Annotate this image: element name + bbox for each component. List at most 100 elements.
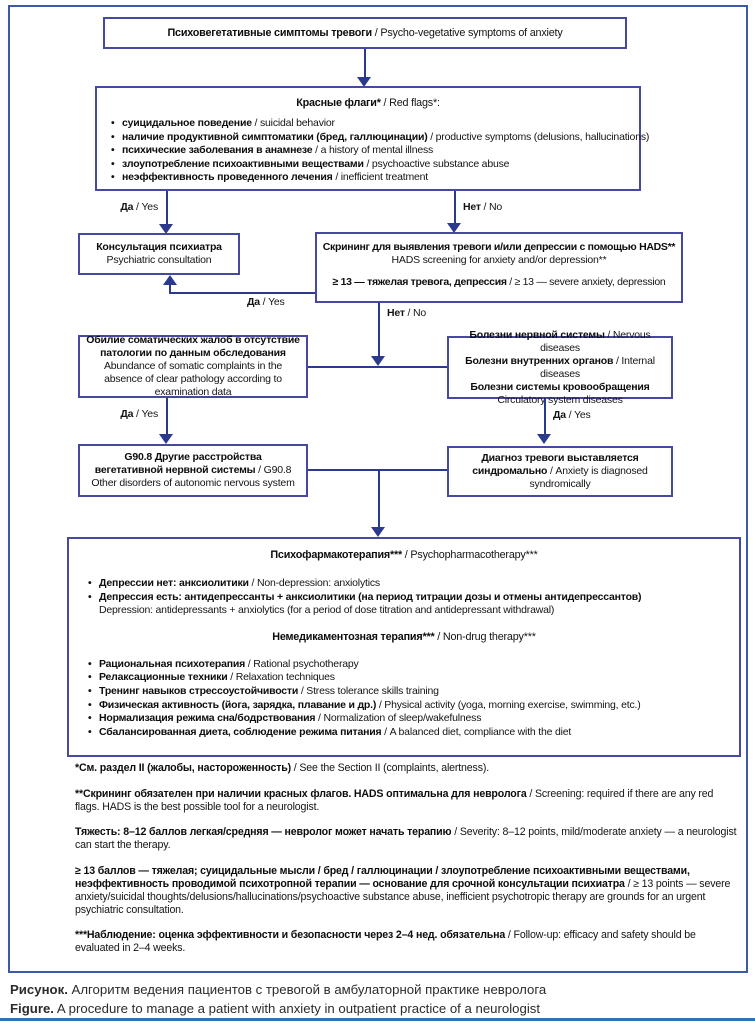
node-hads-screening: Скрининг для выявления тревоги и/или деп… [315,232,683,303]
item-en: / Stress tolerance skills training [298,684,439,697]
label-ru: Да [247,296,260,308]
label-ru: Нет [387,307,405,319]
arrow-down-icon [371,356,385,366]
footnote-3: Тяжесть: 8–12 баллов легкая/средняя — не… [75,826,737,852]
flow-line [308,469,447,471]
item-en: / productive symptoms (delusions, halluc… [427,130,650,143]
footnote-5: ***Наблюдение: оценка эффективности и бе… [75,929,737,955]
item-ru: Сбалансированная диета, соблюдение режим… [99,725,382,738]
red-flags-title: Красные флаги* / Red flags*: [97,97,639,110]
caption-text-en: A procedure to manage a patient with anx… [53,1001,541,1016]
pharma-title: Психофармакотерапия*** / Psychopharmacot… [69,549,739,562]
flow-line [169,284,171,294]
item-en: / suicidal behavior [251,117,335,129]
footnote-bold: ***Наблюдение: оценка эффективности и бе… [75,929,506,941]
line-en: / Internal diseases [540,354,655,380]
node-text-en: / Anxiety is diagnosed syndromically [529,465,648,490]
item-ru: Нормализация режима сна/бодрствования [99,712,316,725]
footnote-bold: Тяжесть: 8–12 баллов легкая/средняя — не… [75,826,452,838]
diseases-line: Circulatory system diseases [497,393,623,406]
branch-label-yes: Да / Yes [247,296,285,308]
pharma-item: Депрессии нет: анксиолитики / Non-depres… [88,577,739,591]
footnote-text: / ≥ 13 points — severe anxiety/suicidal … [75,877,731,916]
score-en: / ≥ 13 — severe anxiety, depression [506,276,666,288]
node-red-flags: Красные флаги* / Red flags*: суицидально… [95,86,649,191]
red-flag-item: психические заболевания в анамнезе / a h… [111,144,639,158]
item-en: / Normalization of sleep/wakefulness [315,712,482,725]
flow-line [166,398,168,436]
arrow-down-icon [371,527,385,537]
node-g908: G90.8 Другие расстройства вегетативной н… [78,444,308,497]
pharma-title-ru: Психофармакотерапия*** [270,549,402,561]
nondrug-item: Тренинг навыков стрессоустойчивости / St… [88,685,739,699]
nondrug-item: Рациональная психотерапия / Rational psy… [88,658,739,672]
pharma-item-continuation: Depression: antidepressants + anxiolytic… [99,604,555,617]
node-text-ru: Консультация психиатра [80,241,238,254]
node-text-ru: Психовегетативные симптомы тревоги [167,26,372,39]
nondrug-item: Физическая активность (йога, зарядка, пл… [88,699,739,713]
item-ru: неэффективность проведенного лечения [122,171,333,184]
node-psychovegetative-symptoms: Психовегетативные симптомы тревоги / Psy… [103,17,627,49]
arrow-down-icon [447,223,461,233]
arrow-up-icon [163,275,177,285]
red-flags-title-en: / Red flags*: [380,97,440,109]
node-text-en: / G90.8 Other disorders of autonomic ner… [91,464,295,489]
node-text-ru: Обилие соматических жалоб в отсутствие п… [86,334,300,359]
label-en: / No [480,201,503,213]
item-ru: наличие продуктивной симптоматики (бред,… [122,130,428,143]
item-ru: Рациональная психотерапия [99,657,246,670]
label-en: / Yes [133,201,158,213]
item-ru: злоупотребление психоактивными веществам… [122,157,364,170]
caption-label-ru: Рисунок. [10,982,68,997]
footnote-2: **Скрининг обязателен при наличии красны… [75,788,737,814]
footnote-text: / Screening: required if there are any r… [75,787,714,813]
footnote-4: ≥ 13 баллов — тяжелая; суицидальные мысл… [75,865,737,917]
label-ru: Да [120,201,134,213]
caption-label-en: Figure. [10,1001,54,1016]
label-en: / Yes [133,408,158,420]
label-en: / Yes [565,409,591,421]
flow-line [378,469,380,528]
item-ru: Депрессия есть: антидепрессанты + анксио… [99,590,642,603]
flow-line [308,366,447,368]
node-text-en: / Psycho-vegetative symptoms of anxiety [371,26,563,39]
pharma-title-en: / Psychopharmacotherapy*** [402,549,538,561]
line-ru: Болезни нервной системы [469,328,605,341]
node-text-ru: Диагноз тревоги выставляется синдромальн… [472,452,639,477]
red-flag-item: неэффективность проведенного лечения / i… [111,171,639,185]
footnote-bold: *См. раздел II (жалобы, настороженность) [75,762,291,774]
pharma-list: Депрессии нет: анксиолитики / Non-depres… [69,577,739,604]
label-en: / Yes [259,296,285,308]
diseases-line: Болезни внутренних органов / Internal di… [449,355,671,381]
node-text-en: Psychiatric consultation [106,254,212,266]
footnote-text: / Severity: 8–12 points, mild/moderate a… [75,826,737,851]
footnote-bold: **Скрининг обязателен при наличии красны… [75,787,527,800]
flow-line [169,292,315,294]
line-ru: Болезни внутренних органов [465,354,614,367]
flow-line [364,49,366,78]
branch-label-yes: Да / Yes [100,408,158,420]
red-flag-item: злоупотребление психоактивными веществам… [111,158,639,172]
score-ru: ≥ 13 — тяжелая тревога, депрессия [332,276,507,288]
node-text: G90.8 Другие расстройства вегетативной н… [90,451,296,490]
item-en: / a history of mental illness [312,144,434,157]
node-diseases: Болезни нервной системы / Nervous diseas… [447,329,673,406]
footnote-1: *См. раздел II (жалобы, настороженность)… [75,762,737,775]
footnote-text: / See the Section II (complaints, alertn… [291,762,490,774]
nondrug-item: Нормализация режима сна/бодрствования / … [88,712,739,726]
node-therapy: Психофармакотерапия*** / Psychopharmacot… [67,537,741,757]
node-somatic-complaints: Обилие соматических жалоб в отсутствие п… [78,334,308,398]
branch-label-no: Нет / No [463,201,502,213]
line-ru: Болезни системы кровообращения [470,380,650,393]
flow-line [544,399,546,436]
node-text: Психовегетативные симптомы тревоги / Psy… [105,27,625,40]
pharma-item: Депрессия есть: антидепрессанты + анксио… [88,591,739,605]
nondrug-title-ru: Немедикаментозная терапия*** [272,630,435,643]
hads-title-ru-b: Скрининг для выявления тревоги и/или деп… [322,241,676,253]
item-en: / A balanced diet, compliance with the d… [381,725,572,738]
red-flags-list: суицидальное поведение / suicidal behavi… [97,117,649,185]
caption-line-en: Figure. A procedure to manage a patient … [10,999,750,1018]
flow-line [454,191,456,225]
nondrug-list: Рациональная психотерапия / Rational psy… [69,658,739,740]
item-en: / psychoactive substance abuse [363,157,510,170]
